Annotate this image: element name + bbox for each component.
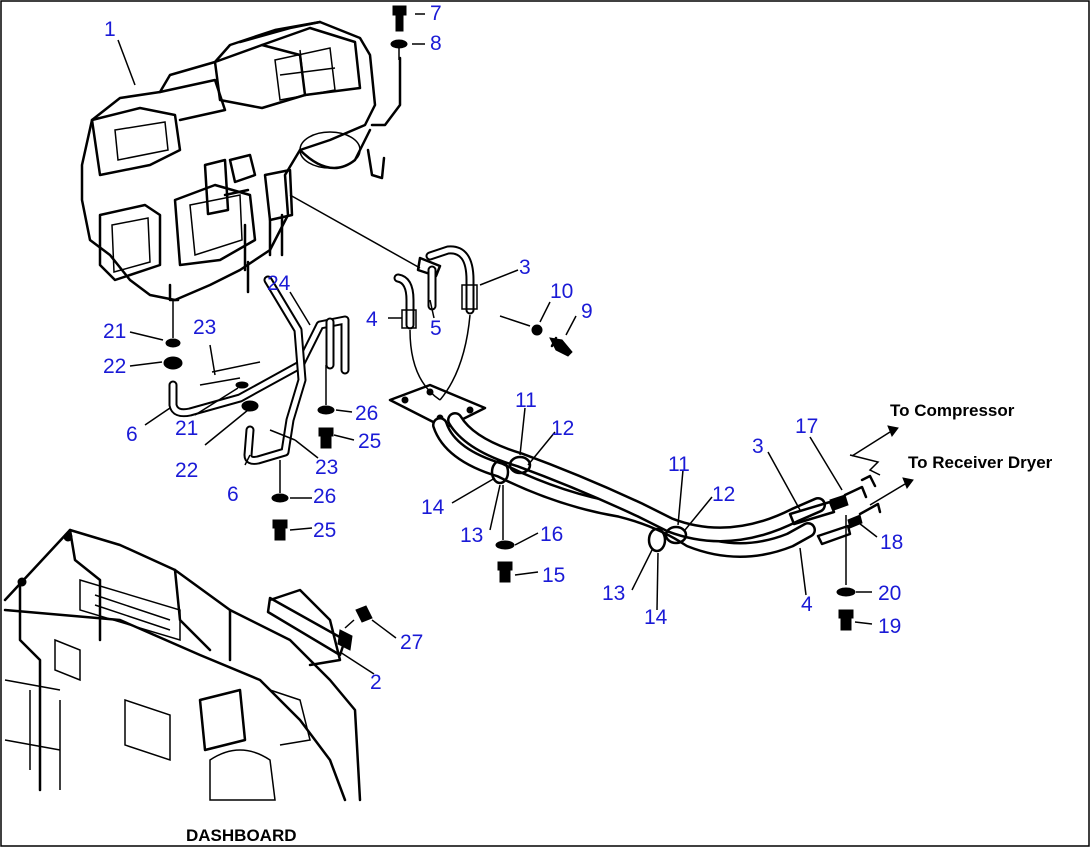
callout-4: 4: [366, 308, 378, 331]
dashboard-label: DASHBOARD: [186, 826, 297, 845]
callout-7: 7: [430, 2, 442, 25]
callout-25: 25: [313, 519, 336, 542]
callout-11: 11: [668, 453, 690, 476]
callout-21: 21: [103, 320, 126, 343]
callout-labels: 1 2 3 3 4 4 5 6 6 7 8 9 10 11 11 12 12 1…: [103, 2, 903, 694]
callout-8: 8: [430, 32, 442, 55]
arrow-to-receiver-dryer: [860, 474, 914, 506]
callout-14: 14: [644, 606, 668, 629]
bolt-7: [392, 5, 407, 32]
callout-14: 14: [421, 496, 445, 519]
bolt-25: [318, 427, 334, 449]
callout-13: 13: [460, 524, 483, 547]
callout-24: 24: [267, 272, 291, 295]
bolt-9: [549, 336, 573, 357]
washer-16: [495, 540, 515, 550]
nut-22: [163, 356, 183, 370]
dashboard-frame: [3, 528, 373, 802]
callout-19: 19: [878, 615, 901, 638]
callout-27: 27: [400, 631, 423, 654]
callout-26: 26: [355, 402, 378, 425]
callout-16: 16: [540, 523, 563, 546]
callout-11: 11: [515, 389, 537, 412]
callout-22: 22: [103, 355, 126, 378]
bolt-19: [838, 609, 854, 631]
washer-10: [531, 324, 543, 336]
mounting-plate: [388, 383, 487, 430]
washer-21: [165, 338, 181, 348]
arrow-to-compressor: [849, 425, 899, 476]
callout-26: 26: [313, 485, 336, 508]
callout-6: 6: [227, 483, 239, 506]
nut-22: [241, 400, 259, 412]
callout-12: 12: [551, 417, 574, 440]
callout-15: 15: [542, 564, 565, 587]
washer-8: [390, 39, 408, 49]
callout-21: 21: [175, 417, 198, 440]
clamp-right: [647, 525, 688, 553]
washer-20: [836, 587, 856, 597]
callout-17: 17: [795, 415, 818, 438]
callout-13: 13: [602, 582, 625, 605]
callout-12: 12: [712, 483, 735, 506]
bolt-axis: [499, 315, 531, 327]
callout-20: 20: [878, 582, 901, 605]
callout-2: 2: [370, 671, 382, 694]
callout-1: 1: [104, 18, 116, 41]
main-hose-assembly: [432, 412, 882, 558]
washer-26: [271, 493, 289, 503]
callout-23: 23: [315, 456, 338, 479]
callout-10: 10: [550, 280, 573, 303]
leader-line: [289, 194, 421, 269]
washer-21: [235, 381, 249, 389]
callout-9: 9: [581, 300, 593, 323]
callout-3: 3: [752, 435, 764, 458]
callout-18: 18: [880, 531, 903, 554]
callout-3: 3: [519, 256, 531, 279]
leader-lines: [117, 13, 878, 675]
callout-22: 22: [175, 459, 198, 482]
bolt-25: [272, 519, 288, 541]
callout-5: 5: [430, 317, 442, 340]
callout-4: 4: [801, 593, 813, 616]
callout-23: 23: [193, 316, 216, 339]
to-compressor-label: To Compressor: [890, 401, 1015, 420]
air-conditioner-unit: [80, 20, 402, 302]
washer-26: [317, 405, 335, 415]
clamp-left: [490, 455, 532, 540]
callout-6: 6: [126, 423, 138, 446]
to-receiver-dryer-label: To Receiver Dryer: [908, 453, 1053, 472]
pipe-fittings-upper: [393, 245, 478, 401]
callout-25: 25: [358, 430, 381, 453]
drain-tubes: [168, 275, 350, 465]
bolt-15: [497, 561, 513, 583]
